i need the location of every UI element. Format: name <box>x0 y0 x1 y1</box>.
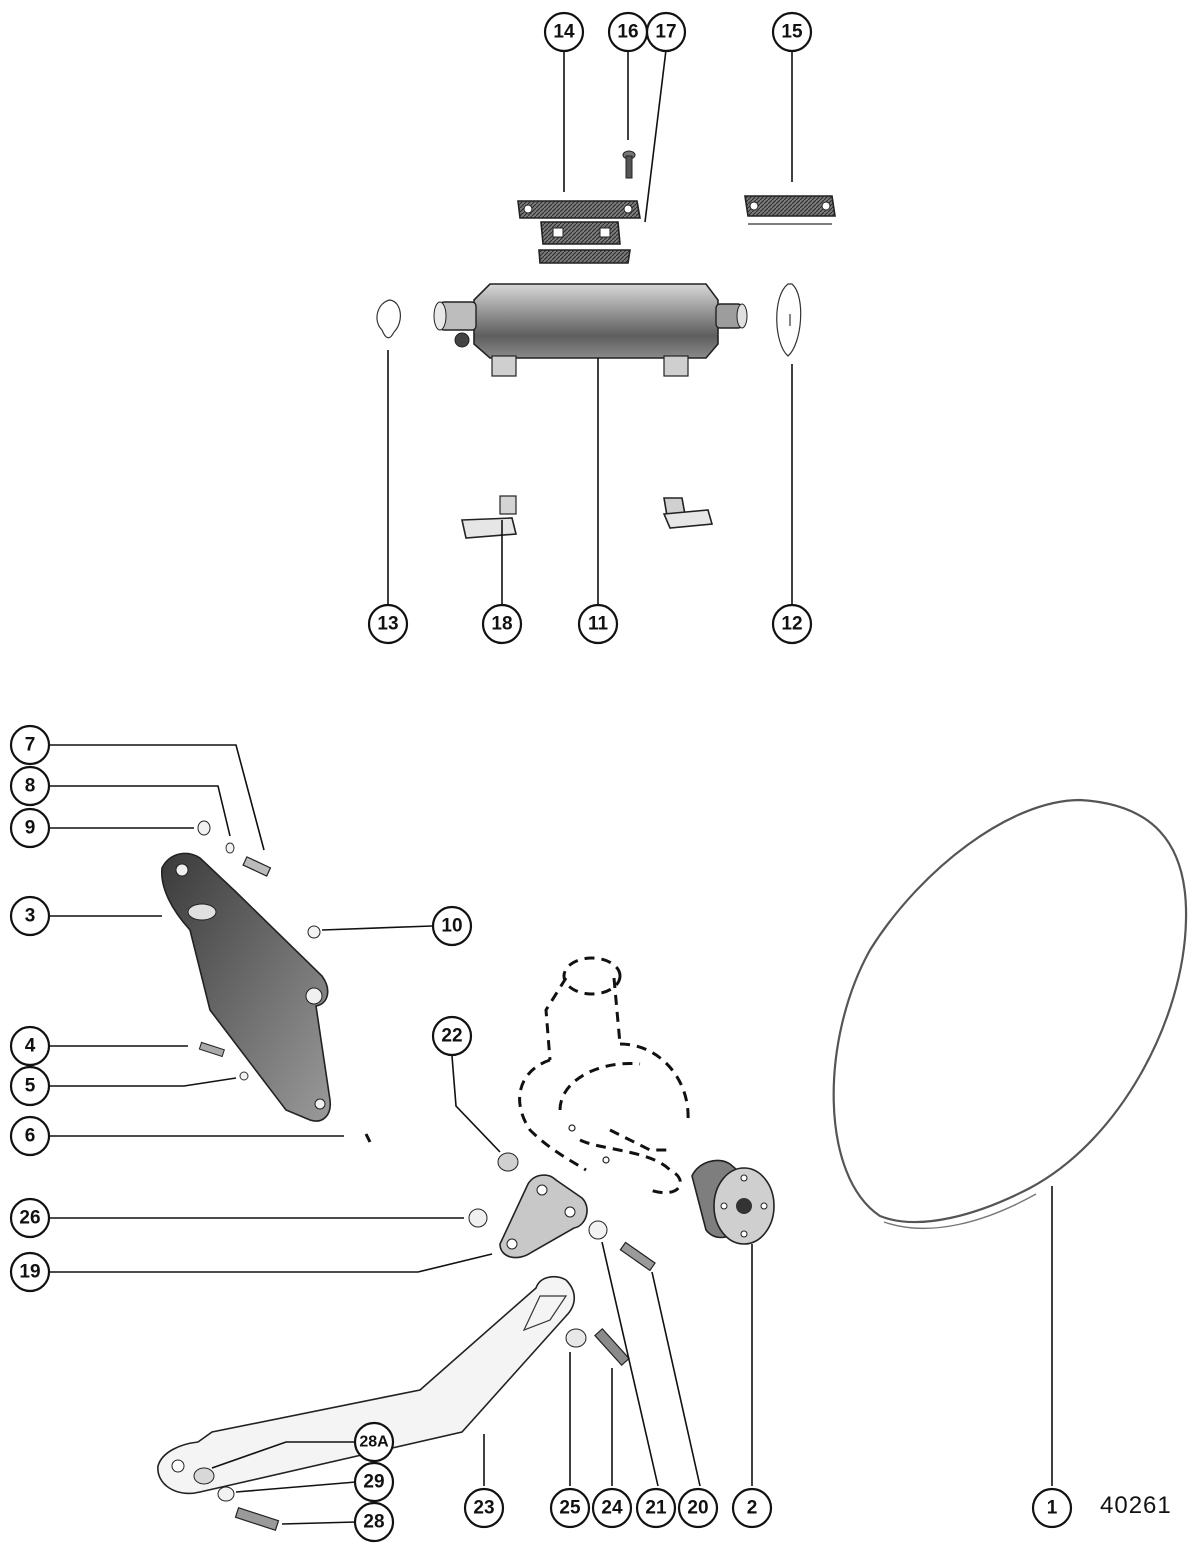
svg-text:28A: 28A <box>359 1434 389 1451</box>
pin-part-4 <box>198 1041 225 1058</box>
screw-part-16 <box>622 150 636 179</box>
pin-part-6 <box>364 1133 372 1143</box>
callout-6: 6 <box>9 1115 51 1157</box>
washer-part-28a <box>193 1467 215 1485</box>
leader-lines <box>48 49 1053 1525</box>
callout-18: 18 <box>481 603 523 645</box>
svg-text:14: 14 <box>553 22 575 43</box>
svg-text:4: 4 <box>25 1036 36 1057</box>
callout-28: 28 <box>353 1501 395 1543</box>
washer-part-21 <box>588 1220 608 1240</box>
bracket-part-17 <box>538 221 631 264</box>
bolt-part-28 <box>234 1506 280 1532</box>
clamp-part-13 <box>376 299 401 339</box>
figure-reference-number: 40261 <box>1100 1492 1172 1519</box>
svg-text:10: 10 <box>441 916 462 937</box>
svg-text:24: 24 <box>601 1498 623 1519</box>
svg-text:22: 22 <box>441 1026 462 1047</box>
callout-15: 15 <box>771 11 813 53</box>
callout-28a: 28A <box>353 1421 395 1463</box>
callout-13: 13 <box>367 603 409 645</box>
callout-23: 23 <box>463 1487 505 1529</box>
callout-16: 16 <box>607 11 649 53</box>
svg-text:21: 21 <box>645 1498 667 1519</box>
screw-part-20 <box>619 1241 656 1272</box>
callout-7: 7 <box>9 724 51 766</box>
callout-20: 20 <box>677 1487 719 1529</box>
cooler-part-11 <box>433 283 748 377</box>
washer-part-5 <box>239 1071 249 1081</box>
callout-9: 9 <box>9 807 51 849</box>
callout-26: 26 <box>9 1197 51 1239</box>
svg-text:1: 1 <box>1047 1498 1058 1519</box>
callout-14: 14 <box>543 11 585 53</box>
fitting-part-18 <box>461 495 714 539</box>
plate-part-14 <box>517 200 641 219</box>
callout-22: 22 <box>431 1015 473 1057</box>
plate-part-19 <box>499 1174 588 1259</box>
callout-10: 10 <box>431 905 473 947</box>
callout-8: 8 <box>9 765 51 807</box>
callout-1: 1 <box>1031 1487 1073 1529</box>
svg-text:18: 18 <box>491 614 512 635</box>
bushing-part-22 <box>497 1152 519 1172</box>
svg-text:12: 12 <box>781 614 802 635</box>
svg-text:5: 5 <box>25 1076 36 1097</box>
washer-part-26 <box>468 1208 488 1228</box>
callout-11: 11 <box>577 603 619 645</box>
svg-text:2: 2 <box>747 1498 758 1519</box>
svg-text:23: 23 <box>473 1498 494 1519</box>
svg-text:6: 6 <box>25 1126 36 1147</box>
svg-text:11: 11 <box>588 614 609 635</box>
callout-17: 17 <box>645 11 687 53</box>
svg-text:9: 9 <box>25 818 36 839</box>
svg-text:8: 8 <box>25 776 36 797</box>
bolt-part-24 <box>594 1327 630 1367</box>
callout-12: 12 <box>771 603 813 645</box>
bolt-part-7 <box>242 856 272 877</box>
nut-part-10 <box>307 925 321 939</box>
svg-text:20: 20 <box>687 1498 708 1519</box>
svg-text:26: 26 <box>19 1208 40 1229</box>
plate-part-15 <box>744 195 836 225</box>
washer-part-25 <box>565 1328 587 1348</box>
hub-part-2 <box>691 1159 775 1245</box>
bracket-part-3 <box>161 852 332 1122</box>
svg-text:19: 19 <box>19 1262 40 1283</box>
svg-text:13: 13 <box>377 614 398 635</box>
belt-part-1 <box>832 798 1188 1229</box>
callout-5: 5 <box>9 1065 51 1107</box>
svg-text:17: 17 <box>655 22 676 43</box>
svg-text:25: 25 <box>559 1498 581 1519</box>
callout-25: 25 <box>549 1487 591 1529</box>
callout-2: 2 <box>731 1487 773 1529</box>
washer-part-29 <box>217 1486 235 1502</box>
callout-24: 24 <box>591 1487 633 1529</box>
callout-21: 21 <box>635 1487 677 1529</box>
washer-part-8 <box>225 842 235 854</box>
dashed-reference-outline <box>518 956 690 1195</box>
callout-19: 19 <box>9 1251 51 1293</box>
lever-part-23 <box>157 1275 576 1495</box>
svg-text:28: 28 <box>363 1512 384 1533</box>
svg-text:16: 16 <box>617 22 638 43</box>
clamp-part-12 <box>776 283 802 357</box>
svg-text:3: 3 <box>25 906 36 927</box>
svg-text:7: 7 <box>25 735 36 756</box>
callout-29: 29 <box>353 1461 395 1503</box>
svg-text:29: 29 <box>363 1472 384 1493</box>
svg-text:15: 15 <box>781 22 803 43</box>
callout-3: 3 <box>9 895 51 937</box>
callout-4: 4 <box>9 1025 51 1067</box>
washer-part-9 <box>197 820 211 836</box>
